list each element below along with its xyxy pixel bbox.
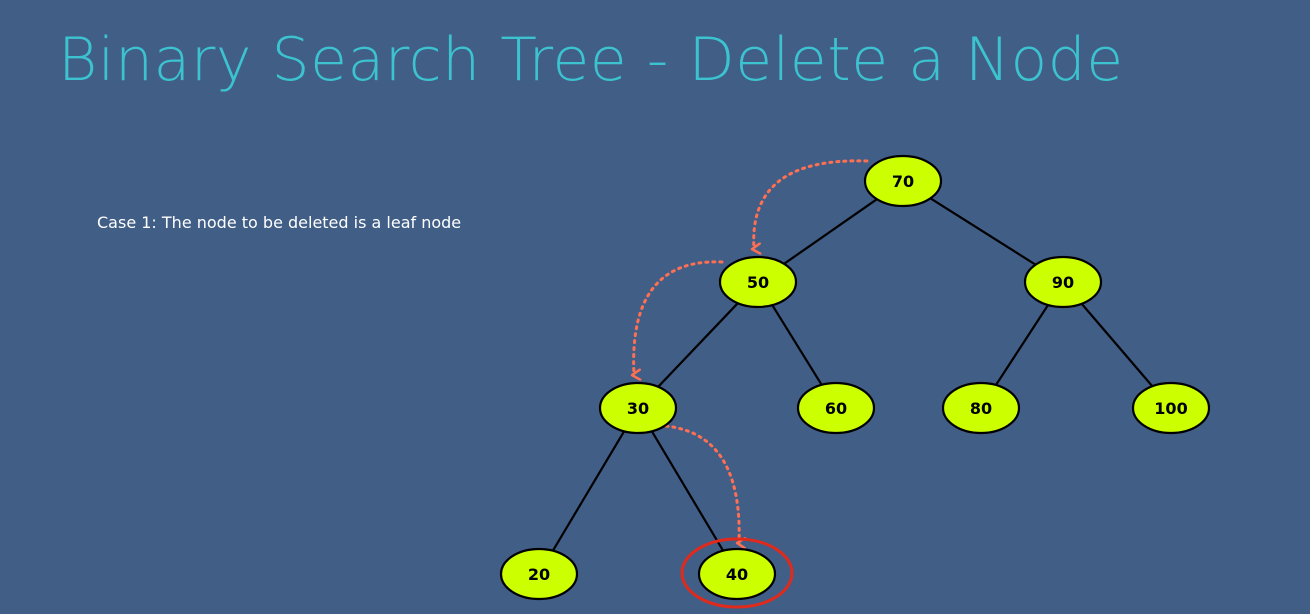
- edge-n30-n40: [650, 430, 725, 552]
- search-arrow-n70-n50: [754, 159, 869, 249]
- node-shape-90: [1023, 255, 1103, 309]
- node-shape-30: [598, 381, 678, 435]
- tree-edges: [551, 197, 1154, 552]
- node-label-100: 100: [1154, 399, 1187, 418]
- tree-nodes: 70 50 90 30 60 80 100 20 40: [499, 154, 1211, 601]
- node-label-30: 30: [627, 399, 649, 418]
- tree-node-60: 60: [796, 381, 876, 435]
- edge-n90-n100: [1080, 303, 1154, 387]
- node-shape-70: [863, 154, 943, 208]
- edge-n50-n30: [657, 302, 739, 388]
- edge-n50-n60: [771, 304, 823, 386]
- node-label-80: 80: [970, 399, 992, 418]
- node-label-90: 90: [1052, 273, 1074, 292]
- edge-n90-n80: [995, 304, 1049, 386]
- node-label-40: 40: [726, 565, 748, 584]
- highlight-layer: [680, 537, 794, 609]
- tree-node-70: 70: [863, 154, 943, 208]
- node-label-20: 20: [528, 565, 550, 584]
- node-label-60: 60: [825, 399, 847, 418]
- node-shape-40: [697, 547, 777, 601]
- case-description: Case 1: The node to be deleted is a leaf…: [97, 213, 462, 232]
- tree-node-50: 50: [718, 255, 798, 309]
- node-label-50: 50: [747, 273, 769, 292]
- search-arrow-n30-n40: [657, 424, 739, 544]
- tree-node-100: 100: [1131, 381, 1211, 435]
- node-shape-20: [499, 547, 579, 601]
- delete-target-ring: [680, 537, 794, 609]
- tree-node-40: 40: [697, 547, 777, 601]
- edge-n30-n20: [551, 430, 626, 552]
- edge-n70-n50: [783, 198, 878, 265]
- node-shape-60: [796, 381, 876, 435]
- node-label-70: 70: [892, 172, 914, 191]
- tree-node-20: 20: [499, 547, 579, 601]
- tree-node-80: 80: [941, 381, 1021, 435]
- tree-node-30: 30: [598, 381, 678, 435]
- node-shape-50: [718, 255, 798, 309]
- tree-node-90: 90: [1023, 255, 1103, 309]
- slide-title: Binary Search Tree - Delete a Node: [58, 25, 1124, 95]
- search-arrow-n50-n30: [634, 260, 724, 375]
- node-shape-100: [1131, 381, 1211, 435]
- edge-n70-n90: [929, 197, 1037, 266]
- search-path-arrows: [634, 159, 869, 544]
- node-shape-80: [941, 381, 1021, 435]
